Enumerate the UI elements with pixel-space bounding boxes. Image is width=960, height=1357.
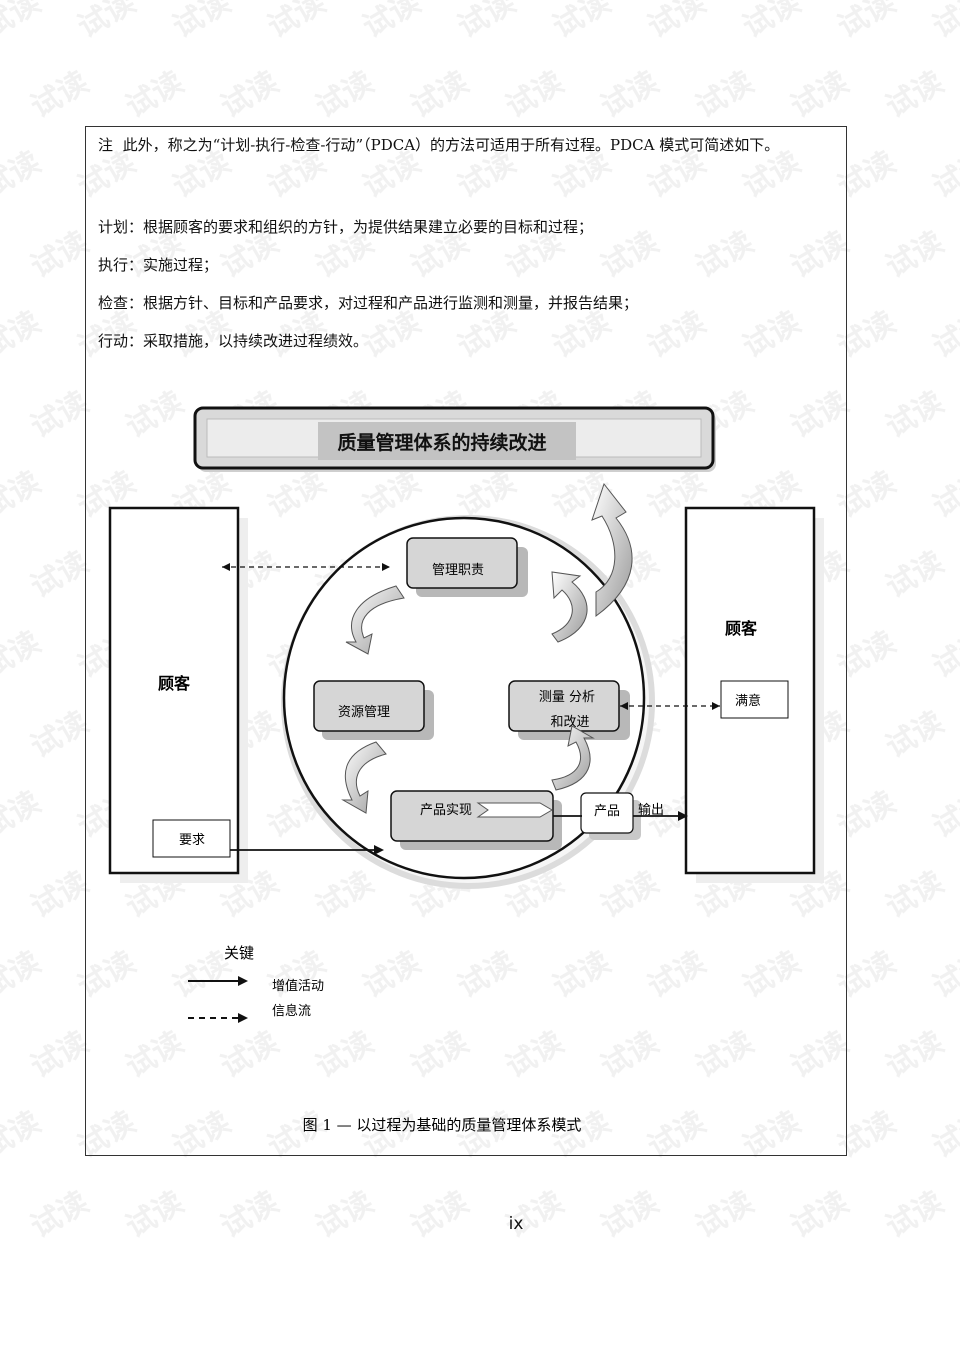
product-realization-box: 产品实现 [390, 790, 562, 850]
pdca-desc: 采取措施，以持续改进过程绩效。 [143, 332, 369, 350]
left-customer-label: 顾客 [158, 674, 191, 693]
note-text: 此外，称之为“计划-执行-检查-行动”（PDCA）的方法可适用于所有过程。PDC… [122, 136, 780, 154]
pdca-do: 执行：实施过程； [98, 256, 219, 274]
management-label: 管理职责 [432, 563, 484, 578]
product-label: 产品 [594, 804, 620, 819]
pdca-plan: 计划：根据顾客的要求和组织的方针，为提供结果建立必要的目标和过程； [98, 218, 594, 236]
realization-label: 产品实现 [420, 803, 472, 818]
right-customer-box: 顾客 满意 [684, 506, 824, 883]
figure-caption: 图 1 — 以过程为基础的质量管理体系模式 [303, 1116, 582, 1134]
note-label: 注 [98, 136, 114, 154]
curved-arrow-improvement [591, 482, 633, 617]
measurement-label-2: 和改进 [550, 715, 589, 730]
legend-title: 关键 [224, 944, 254, 962]
pdca-term: 计划 [98, 218, 129, 236]
curved-arrow-2 [341, 741, 387, 814]
management-responsibility-box: 管理职责 [406, 537, 528, 597]
curved-arrow-3 [551, 725, 595, 791]
satisfaction-label: 满意 [735, 693, 761, 709]
pdca-desc: 实施过程； [143, 256, 219, 274]
pdca-term: 行动 [98, 332, 129, 350]
pdca-act: 行动：采取措施，以持续改进过程绩效。 [98, 332, 369, 350]
measurement-analysis-box: 测量 分析 和改进 [508, 680, 630, 740]
pdca-term: 检查 [98, 294, 129, 312]
output-label: 输出 [638, 802, 664, 818]
requirements-label: 要求 [179, 833, 205, 848]
continual-improvement-banner: 质量管理体系的持续改进 [193, 406, 716, 472]
pdca-note: 注 此外，称之为“计划-执行-检查-行动”（PDCA）的方法可适用于所有过程。P… [98, 133, 838, 158]
legend-info-flow: 信息流 [272, 1003, 311, 1019]
curved-arrow-4 [551, 571, 588, 643]
content-frame: 注 此外，称之为“计划-执行-检查-行动”（PDCA）的方法可适用于所有过程。P… [85, 126, 847, 1156]
left-customer-box: 顾客 要求 [108, 506, 248, 883]
pdca-desc: 根据方针、目标和产品要求，对过程和产品进行监测和测量，并报告结果； [143, 294, 639, 312]
legend: 关键 增值活动 信息流 [188, 944, 324, 1023]
pdca-term: 执行 [98, 256, 129, 274]
product-box: 产品 [580, 792, 641, 840]
pdca-check: 检查：根据方针、目标和产品要求，对过程和产品进行监测和测量，并报告结果； [98, 294, 639, 312]
banner-title: 质量管理体系的持续改进 [337, 431, 546, 454]
page-number: ix [508, 1214, 524, 1234]
measurement-label-1: 测量 分析 [539, 690, 595, 705]
legend-value-added: 增值活动 [272, 978, 324, 994]
pdca-desc: 根据顾客的要求和组织的方针，为提供结果建立必要的目标和过程； [143, 218, 594, 236]
right-customer-label: 顾客 [725, 619, 758, 638]
resources-label: 资源管理 [338, 705, 390, 720]
curved-arrow-1 [345, 585, 405, 655]
resource-management-box: 资源管理 [313, 680, 434, 740]
